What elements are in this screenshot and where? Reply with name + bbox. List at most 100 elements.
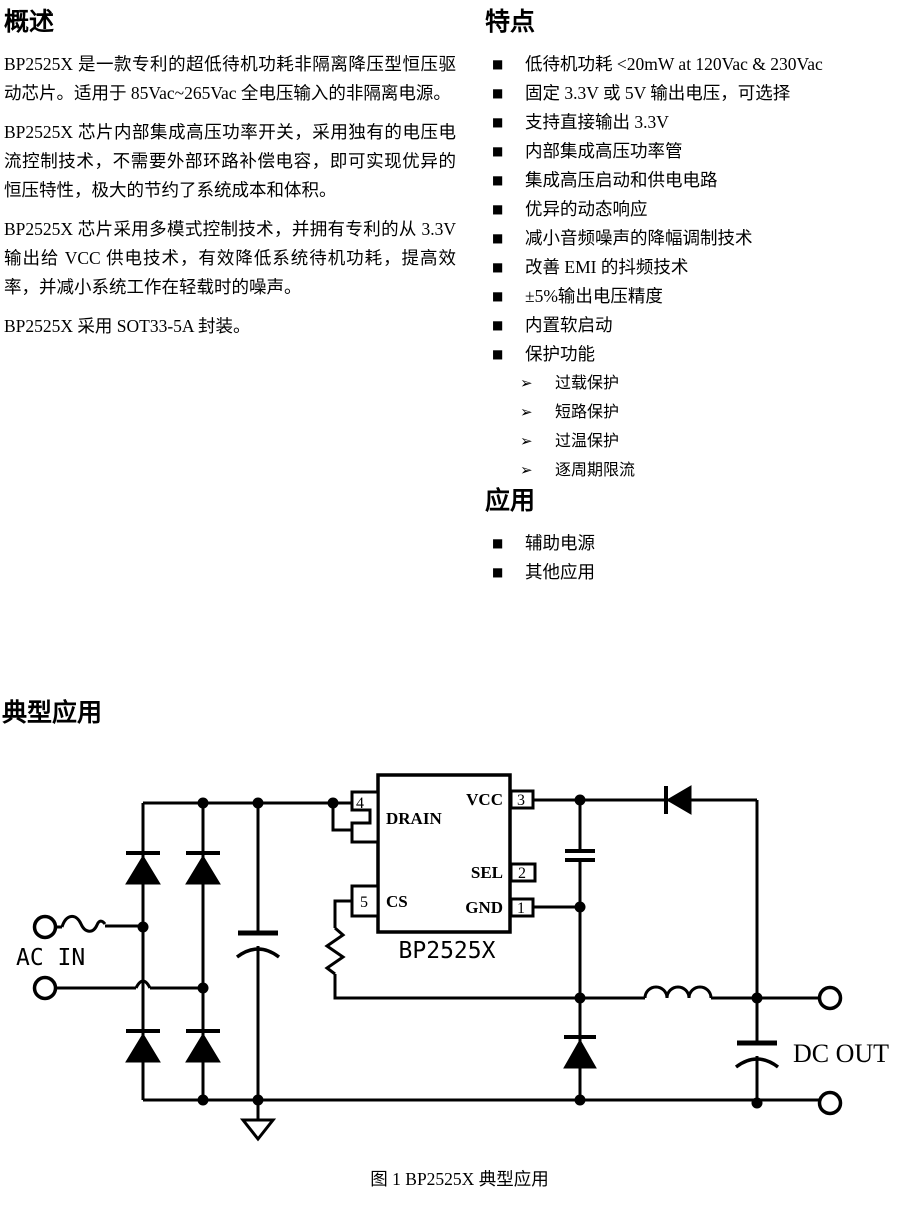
list-item: ■改善 EMI 的抖频技术 [492, 253, 915, 282]
diode-triangle [666, 785, 692, 815]
node-dot [252, 1094, 264, 1106]
list-item: ■ 支持直接输出 3.3V [492, 108, 915, 137]
pin-pad-gnd [509, 897, 535, 918]
application-label: 辅助电源 [525, 533, 595, 553]
protection-label: 过温保护 [555, 433, 620, 450]
overview-paragraph: BP2525X 采用 SOT33-5A 封装。 [4, 316, 251, 336]
bridge-rectifier [125, 851, 221, 1063]
bridge-diode [185, 1033, 221, 1063]
square-bullet-icon: ■ [492, 347, 504, 361]
overview-section: 概述 BP2525X 是一款专利的超低待机功耗非隔离降压型恒压驱动芯片。适用于 … [4, 6, 456, 351]
protection-label: 短路保护 [555, 404, 620, 421]
list-item: ■ 低待机功耗 <20mW at 120Vac & 230Vac [492, 50, 915, 79]
list-item: ■保护功能 [492, 340, 915, 369]
node-dot [252, 797, 264, 809]
node-dot [751, 992, 763, 1004]
features-list: ■低待机功耗 <20mW at 120Vac & 230Vac ■固定 3.3V… [485, 50, 915, 369]
pin-label-gnd: GND [465, 898, 503, 917]
arrow-bullet-icon: ➢ [520, 403, 533, 421]
pin-number-cs: 5 [360, 894, 368, 911]
node-dot [327, 797, 339, 809]
ac-input-terminal-bottom [32, 975, 58, 1001]
overview-paragraph: BP2525X 芯片采用多模式控制技术，并拥有专利的从 3.3V 输出给 VCC… [4, 219, 456, 297]
features-heading: 特点 [485, 8, 536, 36]
list-item: ➢ 过温保护 [520, 427, 915, 456]
square-bullet-icon: ■ [492, 115, 504, 129]
node-dot [574, 794, 586, 806]
pin-pad-drain [350, 790, 380, 844]
cs-resistor [324, 926, 346, 976]
node-dot [751, 1097, 763, 1109]
pin-number-gnd: 1 [517, 900, 525, 917]
feature-label: 优异的动态响应 [525, 199, 648, 219]
series-diode [664, 785, 692, 815]
figure-caption: 图 1 BP2525X 典型应用 [370, 1169, 549, 1189]
overview-paragraph: BP2525X 芯片内部集成高压功率开关，采用独有的电压电流控制技术，不需要外部… [4, 122, 456, 200]
protection-sublist: ➢过载保护 ➢短路保护 ➢过温保护 ➢逐周期限流 [485, 369, 915, 485]
wire [333, 899, 352, 928]
pin-number-sel: 2 [518, 865, 526, 882]
node-dot [574, 992, 586, 1004]
feature-label: 固定 3.3V 或 5V 输出电压，可选择 [525, 83, 791, 103]
square-bullet-icon: ■ [492, 289, 504, 303]
arrow-bullet-icon: ➢ [520, 432, 533, 450]
pin-pad-sel [509, 862, 537, 883]
feature-label: ±5%输出电压精度 [525, 286, 663, 306]
dc-output-terminal-bottom [817, 1090, 843, 1116]
arrow-bullet-icon: ➢ [520, 461, 533, 479]
ac-input-terminal-top [32, 914, 58, 940]
square-bullet-icon: ■ [492, 536, 504, 550]
list-item: ■ 辅助电源 [492, 529, 915, 558]
ground-symbol [239, 1118, 277, 1142]
wire [331, 803, 352, 832]
list-item: ■ 其他应用 [492, 558, 915, 587]
feature-label: 集成高压启动和供电电路 [525, 170, 718, 190]
square-bullet-icon: ■ [492, 565, 504, 579]
freewheel-diode [563, 1035, 597, 1069]
pin-pad-cs [350, 884, 380, 918]
wire-hop [134, 979, 152, 989]
ic-bp2525x-body [376, 773, 512, 934]
feature-label: 减小音频噪声的降幅调制技术 [525, 228, 753, 248]
pin-number-vcc: 3 [517, 792, 525, 809]
bridge-diode [125, 855, 161, 885]
applications-heading: 应用 [485, 487, 536, 515]
ic-name-label: BP2525X [399, 938, 496, 964]
application-label: 其他应用 [525, 562, 595, 582]
pin-number-drain: 4 [356, 795, 364, 812]
pin-label-drain: DRAIN [386, 809, 442, 828]
overview-heading: 概述 [4, 8, 55, 36]
node-dot [197, 797, 209, 809]
list-item: ■内部集成高压功率管 [492, 137, 915, 166]
bulk-capacitor [235, 930, 281, 959]
square-bullet-icon: ■ [492, 231, 504, 245]
fuse-symbol [60, 915, 107, 933]
overview-paragraph: BP2525X 是一款专利的超低待机功耗非隔离降压型恒压驱动芯片。适用于 85V… [4, 54, 456, 103]
arrow-bullet-icon: ➢ [520, 374, 533, 392]
features-section: 特点 ■低待机功耗 <20mW at 120Vac & 230Vac ■固定 3… [485, 6, 915, 587]
junction-dots [137, 794, 763, 1109]
wire [333, 974, 645, 1000]
list-item: ■内置软启动 [492, 311, 915, 340]
list-item: ■优异的动态响应 [492, 195, 915, 224]
list-item: ■固定 3.3V 或 5V 输出电压，可选择 [492, 79, 915, 108]
node-dot [574, 1094, 586, 1106]
output-inductor [643, 985, 713, 999]
node-dot [574, 901, 586, 913]
square-bullet-icon: ■ [492, 173, 504, 187]
vcc-capacitor [565, 849, 595, 862]
square-bullet-icon: ■ [492, 144, 504, 158]
output-capacitor [734, 1040, 780, 1069]
list-item: ■ ±5%输出电压精度 [492, 282, 915, 311]
feature-label: 低待机功耗 <20mW at 120Vac & 230Vac [525, 54, 823, 74]
dc-output-terminal-top [817, 985, 843, 1011]
dc-out-label: DC OUT [793, 1039, 889, 1068]
feature-label: 支持直接输出 3.3V [525, 112, 669, 132]
diode-triangle [563, 1038, 597, 1069]
square-bullet-icon: ■ [492, 260, 504, 274]
feature-label: 内置软启动 [525, 315, 613, 335]
node-dot [197, 982, 209, 994]
node-dot [137, 921, 149, 933]
square-bullet-icon: ■ [492, 57, 504, 71]
